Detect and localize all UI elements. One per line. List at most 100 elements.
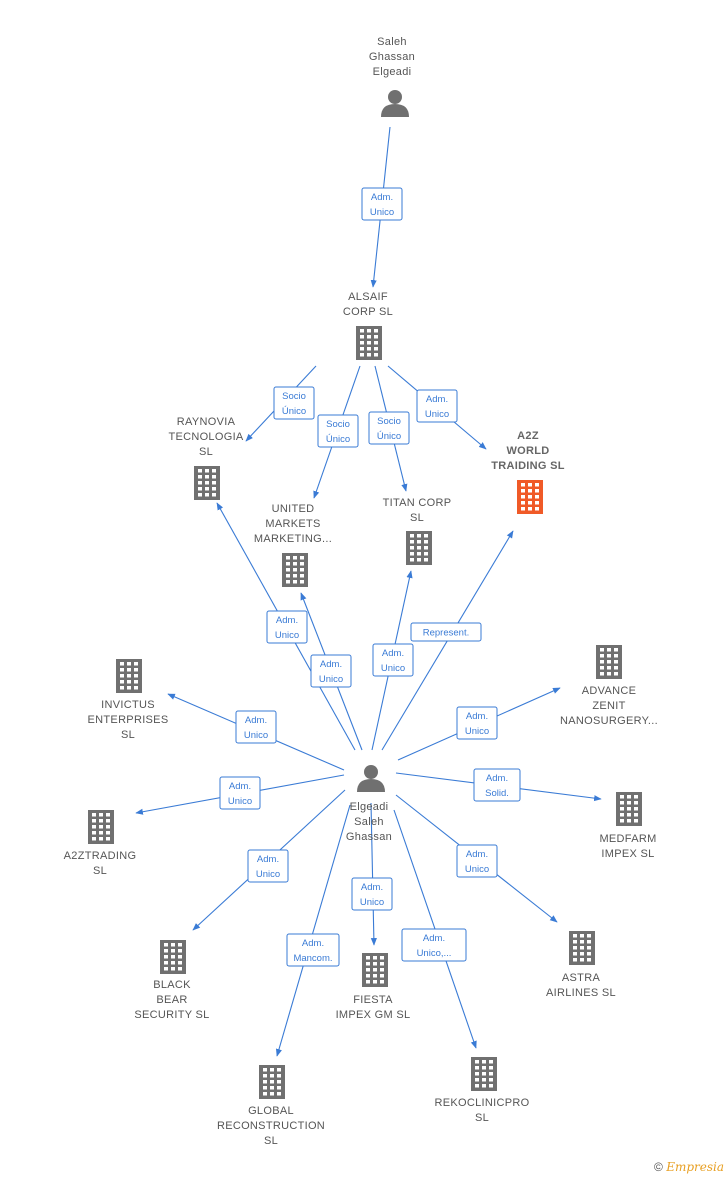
node-label-advance: ZENIT — [592, 700, 625, 712]
edge-label-text: Unico — [425, 409, 449, 420]
edge-labels-layer: Adm.UnicoSocioÚnicoSocioÚnicoSocioÚnicoA… — [219, 187, 521, 967]
edge-label-text: Unico — [360, 897, 384, 908]
brand-logo[interactable]: Empresia — [666, 1160, 724, 1174]
edge-label-box[interactable] — [273, 386, 315, 420]
edge-label-text: Adm. — [320, 659, 342, 670]
edge-label-box[interactable] — [247, 849, 289, 883]
building-icon[interactable] — [356, 326, 382, 360]
edge-label-box[interactable] — [235, 710, 277, 744]
person-icon[interactable] — [357, 765, 385, 792]
edge-label-text: Unico — [228, 796, 252, 807]
edge-label-box[interactable] — [456, 706, 498, 740]
node-invictus[interactable]: INVICTUS ENTERPRISES SL — [88, 659, 169, 741]
node-label-fiesta: FIESTA — [353, 994, 393, 1006]
edge-label-elgeadi-a2zworld[interactable]: Represent. — [410, 622, 482, 642]
edge-label-saleh_top-alsaif[interactable]: Adm.Unico — [361, 187, 403, 221]
node-label-global: SL — [264, 1135, 278, 1147]
node-fiesta[interactable]: FIESTA IMPEX GM SL — [336, 953, 411, 1021]
building-icon[interactable] — [471, 1057, 497, 1091]
edge-label-box[interactable] — [410, 622, 482, 642]
node-label-titan: SL — [410, 512, 424, 524]
edge-label-box[interactable] — [266, 610, 308, 644]
node-label-invictus: ENTERPRISES — [88, 714, 169, 726]
edge-label-box[interactable] — [456, 844, 498, 878]
node-label-global: RECONSTRUCTION — [217, 1120, 325, 1132]
edge-label-text: Socio — [282, 391, 306, 402]
edge-label-elgeadi-united[interactable]: Adm. Unico — [310, 654, 352, 688]
building-icon[interactable] — [194, 466, 220, 500]
building-icon[interactable] — [616, 792, 642, 826]
edge-label-text: Adm. — [302, 938, 324, 949]
edge-label-elgeadi-titan[interactable]: Adm.Unico — [372, 643, 414, 677]
edge-label-box[interactable] — [317, 414, 359, 448]
building-icon[interactable] — [259, 1065, 285, 1099]
node-label-saleh_top: Ghassan — [369, 51, 415, 63]
node-label-a2zworld: TRAIDING SL — [491, 460, 565, 472]
building-icon[interactable] — [569, 931, 595, 965]
building-icon[interactable] — [362, 953, 388, 987]
edge-label-text: Unico — [370, 207, 394, 218]
edge-label-text: Unico — [319, 674, 343, 685]
building-icon[interactable] — [406, 531, 432, 565]
edge-label-box[interactable] — [361, 187, 403, 221]
node-label-astra: AIRLINES SL — [546, 987, 616, 999]
edge-label-box[interactable] — [310, 654, 352, 688]
edge-label-elgeadi-medfarm[interactable]: Adm.Solid. — [473, 768, 521, 802]
node-label-elgeadi: Saleh — [354, 816, 384, 828]
building-icon[interactable] — [160, 940, 186, 974]
edge-label-box[interactable] — [351, 877, 393, 911]
node-advance[interactable]: ADVANCEZENITNANOSURGERY... — [560, 645, 658, 727]
building-icon[interactable] — [282, 553, 308, 587]
building-icon[interactable] — [517, 480, 543, 514]
edge-label-text: Único — [282, 406, 306, 417]
node-label-fiesta: IMPEX GM SL — [336, 1009, 411, 1021]
edge-label-alsaif-a2zworld[interactable]: Adm.Unico — [416, 389, 458, 423]
edge-label-box[interactable] — [219, 776, 261, 810]
edge-label-elgeadi-invictus[interactable]: Adm.Unico — [235, 710, 277, 744]
edge-label-text: Unico — [275, 630, 299, 641]
edge-label-box[interactable] — [416, 389, 458, 423]
node-global[interactable]: GLOBAL RECONSTRUCTION SL — [217, 1065, 325, 1147]
edge-label-elgeadi-blackbear[interactable]: Adm.Unico — [247, 849, 289, 883]
node-label-invictus: SL — [121, 729, 135, 741]
edge-label-elgeadi-global[interactable]: Adm.Mancom. — [286, 933, 340, 967]
node-label-blackbear: BLACK — [153, 979, 191, 991]
edge-label-box[interactable] — [473, 768, 521, 802]
edge-label-text: Socio — [326, 419, 350, 430]
node-label-saleh_top: Saleh — [377, 36, 407, 48]
building-icon[interactable] — [88, 810, 114, 844]
edge-label-elgeadi-fiesta[interactable]: Adm.Unico — [351, 877, 393, 911]
edge-label-box[interactable] — [372, 643, 414, 677]
node-label-invictus: INVICTUS — [101, 699, 155, 711]
edge-label-text: Único — [326, 434, 350, 445]
edge-label-elgeadi-a2ztrading[interactable]: Adm.Unico — [219, 776, 261, 810]
edge-elgeadi-global — [275, 804, 351, 1057]
edge-label-elgeadi-raynovia[interactable]: Adm.Unico — [266, 610, 308, 644]
edge-label-elgeadi-astra[interactable]: Adm.Unico — [456, 844, 498, 878]
node-label-united: UNITED — [272, 503, 315, 515]
edge-label-box[interactable] — [286, 933, 340, 967]
edge-label-box[interactable] — [401, 928, 467, 962]
person-icon[interactable] — [381, 90, 409, 117]
edge-label-box[interactable] — [368, 411, 410, 445]
edge-label-elgeadi-advance[interactable]: Adm.Unico — [456, 706, 498, 740]
node-united[interactable]: UNITEDMARKETSMARKETING... — [254, 503, 332, 587]
building-icon[interactable] — [116, 659, 142, 693]
edge-label-elgeadi-rekoclinic[interactable]: Adm.Unico,... — [401, 928, 467, 962]
node-label-global: GLOBAL — [248, 1105, 294, 1117]
building-icon[interactable] — [596, 645, 622, 679]
